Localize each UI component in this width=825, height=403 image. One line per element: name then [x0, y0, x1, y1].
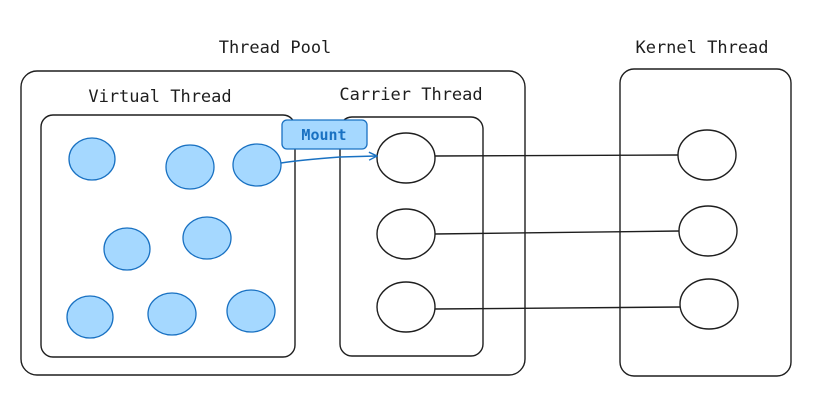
virtual-thread-label: Virtual Thread [88, 87, 231, 107]
virtual-thread-4 [103, 227, 151, 271]
virtual-thread-3 [232, 143, 282, 187]
link-carrier-2-kernel-2 [433, 230, 681, 235]
thread-pool-label: Thread Pool [219, 38, 332, 58]
carrier-thread-box [339, 116, 484, 357]
kernel-thread-3 [679, 278, 739, 330]
virtual-thread-box [40, 114, 296, 358]
mount-arrow [280, 156, 376, 164]
kernel-thread-label: Kernel Thread [635, 38, 768, 58]
link-carrier-1-kernel-1 [433, 154, 680, 157]
kernel-thread-box [619, 68, 792, 377]
kernel-thread-1 [677, 129, 737, 181]
carrier-thread-3 [376, 281, 436, 333]
carrier-thread-label: Carrier Thread [339, 85, 482, 105]
virtual-thread-8 [226, 289, 276, 333]
virtual-thread-7 [147, 292, 197, 336]
thread-pool-box [20, 70, 526, 376]
link-carrier-3-kernel-3 [433, 306, 682, 310]
virtual-thread-5 [182, 216, 232, 260]
carrier-thread-1 [376, 132, 436, 184]
virtual-thread-1 [68, 137, 116, 181]
kernel-thread-2 [678, 205, 738, 257]
virtual-thread-6 [66, 295, 114, 339]
mount-label: Mount [301, 126, 346, 144]
virtual-thread-2 [165, 144, 215, 190]
mount-label-box [281, 119, 368, 150]
carrier-thread-2 [376, 208, 436, 260]
